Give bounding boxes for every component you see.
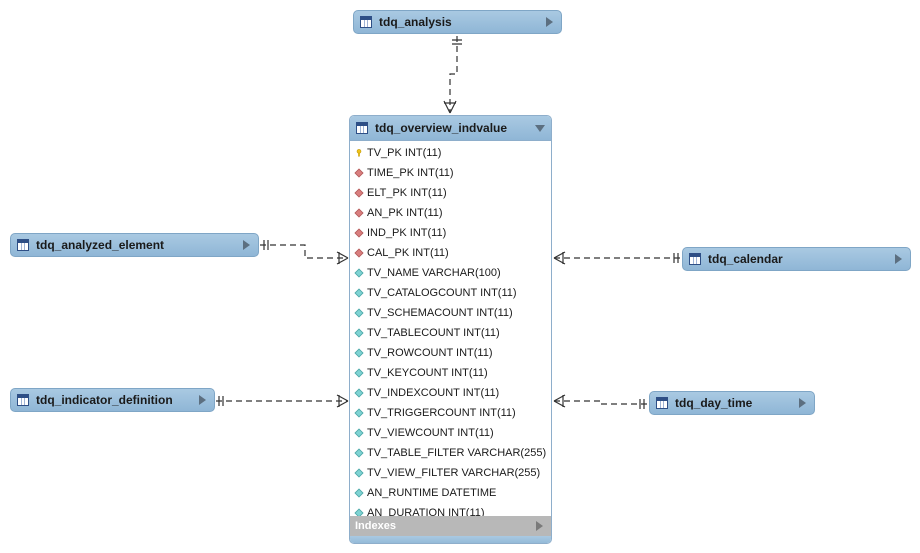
table-name: tdq_analysis bbox=[379, 15, 452, 29]
column-row[interactable]: TV_VIEW_FILTER VARCHAR(255) bbox=[350, 463, 551, 483]
column-icon bbox=[354, 488, 364, 498]
column-label: TV_CATALOGCOUNT INT(11) bbox=[367, 287, 517, 299]
column-row[interactable]: TV_ROWCOUNT INT(11) bbox=[350, 343, 551, 363]
column-label: TV_NAME VARCHAR(100) bbox=[367, 267, 501, 279]
relationship-analyzed-element[interactable] bbox=[260, 240, 349, 265]
column-icon bbox=[354, 348, 364, 358]
table-tdq-calendar[interactable]: tdq_calendar bbox=[682, 247, 911, 271]
column-row[interactable]: CAL_PK INT(11) bbox=[350, 243, 551, 263]
column-icon bbox=[354, 368, 364, 378]
primary-key-icon bbox=[356, 149, 362, 157]
column-label: TV_TRIGGERCOUNT INT(11) bbox=[367, 407, 516, 419]
table-footer bbox=[350, 536, 551, 543]
table-icon bbox=[17, 394, 29, 406]
column-icon bbox=[354, 408, 364, 418]
column-row[interactable]: TV_KEYCOUNT INT(11) bbox=[350, 363, 551, 383]
table-tdq-day-time[interactable]: tdq_day_time bbox=[649, 391, 815, 415]
table-icon bbox=[360, 16, 372, 28]
column-row[interactable]: TV_PK INT(11) bbox=[350, 143, 551, 163]
expand-arrow-icon[interactable] bbox=[243, 240, 250, 250]
foreign-key-icon bbox=[354, 188, 364, 198]
relationship-calendar[interactable] bbox=[553, 251, 681, 265]
foreign-key-icon bbox=[354, 208, 364, 218]
column-row[interactable]: TIME_PK INT(11) bbox=[350, 163, 551, 183]
column-row[interactable]: TV_TABLECOUNT INT(11) bbox=[350, 323, 551, 343]
column-label: CAL_PK INT(11) bbox=[367, 247, 449, 259]
collapse-arrow-icon[interactable] bbox=[535, 124, 545, 132]
column-row[interactable]: TV_CATALOGCOUNT INT(11) bbox=[350, 283, 551, 303]
column-label: TV_SCHEMACOUNT INT(11) bbox=[367, 307, 513, 319]
relationship-analysis[interactable] bbox=[443, 36, 462, 114]
expand-arrow-icon[interactable] bbox=[799, 398, 806, 408]
column-row[interactable]: IND_PK INT(11) bbox=[350, 223, 551, 243]
column-row[interactable]: TV_NAME VARCHAR(100) bbox=[350, 263, 551, 283]
table-tdq-overview-indvalue[interactable]: tdq_overview_indvalue TV_PK INT(11) TIME_… bbox=[349, 115, 552, 544]
column-label: AN_RUNTIME DATETIME bbox=[367, 487, 497, 499]
foreign-key-icon bbox=[354, 248, 364, 258]
table-name: tdq_day_time bbox=[675, 396, 753, 410]
column-icon bbox=[354, 428, 364, 438]
column-label: TIME_PK INT(11) bbox=[367, 167, 454, 179]
column-label: TV_ROWCOUNT INT(11) bbox=[367, 347, 493, 359]
expand-arrow-icon[interactable] bbox=[199, 395, 206, 405]
column-icon bbox=[354, 468, 364, 478]
column-icon bbox=[354, 308, 364, 318]
column-icon bbox=[354, 388, 364, 398]
column-row[interactable]: TV_INDEXCOUNT INT(11) bbox=[350, 383, 551, 403]
column-row[interactable]: TV_VIEWCOUNT INT(11) bbox=[350, 423, 551, 443]
expand-arrow-icon[interactable] bbox=[895, 254, 902, 264]
foreign-key-icon bbox=[354, 228, 364, 238]
column-label: TV_KEYCOUNT INT(11) bbox=[367, 367, 488, 379]
column-label: TV_VIEW_FILTER VARCHAR(255) bbox=[367, 467, 541, 479]
column-icon bbox=[354, 288, 364, 298]
expand-arrow-icon[interactable] bbox=[546, 17, 553, 27]
table-name: tdq_indicator_definition bbox=[36, 393, 173, 407]
column-row[interactable]: TV_TRIGGERCOUNT INT(11) bbox=[350, 403, 551, 423]
table-tdq-indicator-definition[interactable]: tdq_indicator_definition bbox=[10, 388, 215, 412]
table-header[interactable]: tdq_overview_indvalue bbox=[350, 116, 551, 141]
column-list: TV_PK INT(11) TIME_PK INT(11) ELT_PK INT(1… bbox=[350, 141, 551, 523]
relationship-day-time[interactable] bbox=[553, 394, 648, 409]
column-label: AN_PK INT(11) bbox=[367, 207, 443, 219]
column-label: TV_TABLE_FILTER VARCHAR(255) bbox=[367, 447, 547, 459]
column-icon bbox=[354, 268, 364, 278]
column-label: TV_INDEXCOUNT INT(11) bbox=[367, 387, 500, 399]
table-icon bbox=[656, 397, 668, 409]
table-name: tdq_analyzed_element bbox=[36, 238, 165, 252]
column-row[interactable]: AN_PK INT(11) bbox=[350, 203, 551, 223]
column-row[interactable]: AN_RUNTIME DATETIME bbox=[350, 483, 551, 503]
column-row[interactable]: TV_TABLE_FILTER VARCHAR(255) bbox=[350, 443, 551, 463]
column-label: IND_PK INT(11) bbox=[367, 227, 447, 239]
expand-arrow-icon[interactable] bbox=[536, 521, 543, 531]
column-label: TV_VIEWCOUNT INT(11) bbox=[367, 427, 494, 439]
table-icon bbox=[689, 253, 701, 265]
column-row[interactable]: TV_SCHEMACOUNT INT(11) bbox=[350, 303, 551, 323]
column-row[interactable]: ELT_PK INT(11) bbox=[350, 183, 551, 203]
table-tdq-analysis[interactable]: tdq_analysis bbox=[353, 10, 562, 34]
table-icon bbox=[356, 122, 368, 134]
column-icon bbox=[354, 328, 364, 338]
table-name: tdq_calendar bbox=[708, 252, 783, 266]
column-label: ELT_PK INT(11) bbox=[367, 187, 447, 199]
indexes-label: Indexes bbox=[355, 520, 396, 532]
column-label: TV_PK INT(11) bbox=[367, 147, 442, 159]
table-tdq-analyzed-element[interactable]: tdq_analyzed_element bbox=[10, 233, 259, 257]
indexes-section[interactable]: Indexes bbox=[350, 516, 551, 536]
column-label: TV_TABLECOUNT INT(11) bbox=[367, 327, 500, 339]
foreign-key-icon bbox=[354, 168, 364, 178]
table-icon bbox=[17, 239, 29, 251]
table-name: tdq_overview_indvalue bbox=[375, 121, 508, 135]
relationship-indicator-definition[interactable] bbox=[216, 394, 349, 408]
column-icon bbox=[354, 448, 364, 458]
